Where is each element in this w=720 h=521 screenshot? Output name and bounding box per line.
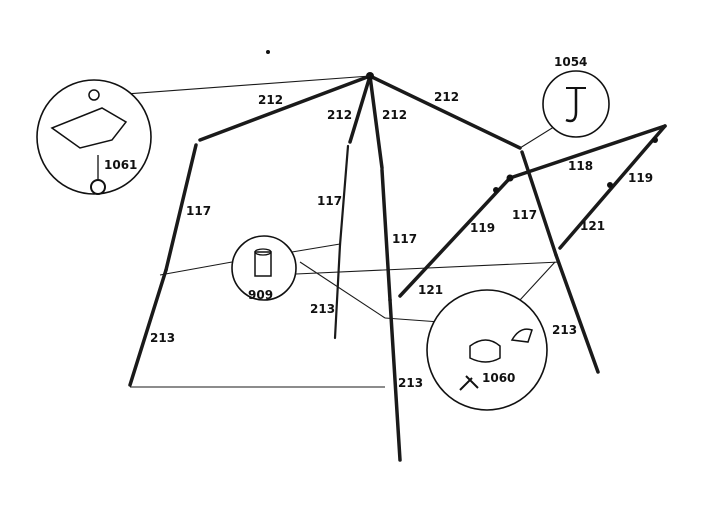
awning-joint-left [506, 174, 514, 182]
label-121-right: 121 [580, 219, 605, 233]
label-909: 909 [248, 288, 273, 302]
roof-pole-center-left [348, 74, 372, 144]
awning-arms [398, 124, 667, 298]
wing-bolt-icon [459, 375, 479, 391]
upper-leg-center-left [338, 144, 350, 247]
roof-pole-center-right [368, 74, 384, 170]
guide-lines [111, 75, 561, 388]
roof-poles [198, 72, 522, 170]
upper-leg-left [164, 143, 198, 272]
sleeve-top-icon [254, 248, 272, 256]
label-213-center-right: 213 [398, 376, 423, 390]
detail-1054: 1054 [542, 55, 610, 138]
lower-leg-center-left [333, 243, 342, 340]
label-212-center-right: 212 [382, 108, 407, 122]
clamp-icon [469, 339, 501, 363]
hook-icon [565, 88, 578, 123]
leader-909-right [291, 243, 341, 253]
label-118: 118 [568, 159, 593, 173]
hub-connector-icon [50, 107, 128, 149]
upper-leg-right [520, 150, 558, 257]
detail-circle-1061 [36, 79, 152, 195]
sleeve-connector-icon [254, 251, 272, 277]
label-119-right: 119 [628, 171, 653, 185]
label-121-left: 121 [418, 283, 443, 297]
label-213-center-left: 213 [310, 302, 335, 316]
awning-arm-left [398, 176, 512, 298]
label-1054: 1054 [554, 55, 587, 69]
label-1061: 1061 [104, 158, 137, 172]
awning-joint-small [493, 187, 499, 193]
roof-pole-right [368, 74, 522, 150]
label-213-right: 213 [552, 323, 577, 337]
awning-joint-right [652, 137, 658, 143]
leader-909-left [159, 261, 233, 276]
label-117-center-right: 117 [392, 232, 417, 246]
ground-line-back [295, 261, 561, 275]
label-117-center-left: 117 [317, 194, 342, 208]
awning-top-pole [508, 124, 667, 180]
detail-909: 909 [231, 235, 297, 302]
brace-line [299, 261, 386, 319]
part-labels: 212 212 212 212 117 117 117 117 118 119 … [150, 90, 653, 390]
leader-1061 [111, 75, 371, 96]
awning-joint-mid [607, 182, 613, 188]
label-212-center-left: 212 [327, 108, 352, 122]
lower-leg-left [128, 268, 168, 387]
detail-circle-1060 [426, 289, 548, 411]
awning-arm-right [558, 124, 667, 250]
hub-cap-icon [88, 89, 100, 101]
lower-leg-right [554, 253, 600, 374]
leader-1060-right [519, 261, 556, 301]
label-213-left: 213 [150, 331, 175, 345]
label-117-left: 117 [186, 204, 211, 218]
upper-leg-center-right [380, 168, 392, 302]
label-1060: 1060 [482, 371, 515, 385]
label-212-right: 212 [434, 90, 459, 104]
leader-1060-left [384, 317, 441, 323]
leader-1054 [519, 124, 558, 149]
label-119-left: 119 [470, 221, 495, 235]
detail-1061: 1061 [36, 79, 152, 195]
label-212-left: 212 [258, 93, 283, 107]
legs [128, 143, 600, 462]
roof-pole-left [198, 74, 372, 142]
bracket-icon [510, 328, 533, 343]
lower-leg-center-right [388, 298, 402, 462]
label-117-right: 117 [512, 208, 537, 222]
detail-circle-909 [231, 235, 297, 301]
stray-mark [266, 50, 270, 54]
detail-1060: 1060 [426, 289, 548, 411]
